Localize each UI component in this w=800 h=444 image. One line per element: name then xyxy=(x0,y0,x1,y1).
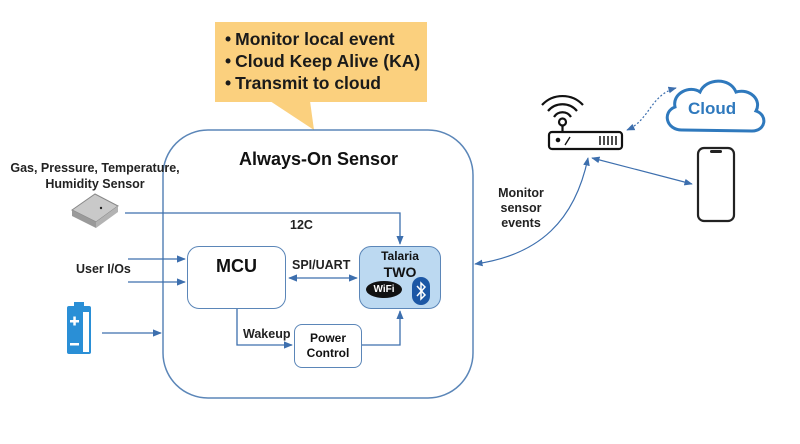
wakeup-line xyxy=(236,309,293,349)
callout-pointer xyxy=(270,101,314,130)
power-control-block: Power Control xyxy=(294,324,362,368)
power-to-talaria-line xyxy=(362,310,404,346)
callout-list: Monitor local event Cloud Keep Alive (KA… xyxy=(215,22,427,94)
wakeup-label: Wakeup xyxy=(243,327,291,341)
monitor-events-curve xyxy=(474,157,590,267)
wifi-router-icon xyxy=(541,95,624,151)
cloud-icon xyxy=(665,79,766,133)
sensor-label-line-2: Humidity Sensor xyxy=(45,177,145,191)
user-io-label: User I/Os xyxy=(76,262,131,276)
always-on-sensor-box xyxy=(162,129,474,399)
callout-box: Monitor local event Cloud Keep Alive (KA… xyxy=(215,22,427,102)
battery-icon xyxy=(67,302,91,354)
always-on-sensor-title: Always-On Sensor xyxy=(239,149,399,169)
callout-item: Transmit to cloud xyxy=(225,72,427,94)
monitor-events-line-2: events xyxy=(501,216,541,230)
talaria-label-1: Talaria xyxy=(381,249,419,263)
smartphone-icon xyxy=(696,146,736,223)
talaria-two-block: Talaria TWO WiFi xyxy=(359,246,441,309)
mcu-label: MCU xyxy=(216,256,257,276)
sensor-label-line-1: Gas, Pressure, Temperature, xyxy=(10,161,180,175)
monitor-events-line-1: Monitor sensor xyxy=(498,186,544,215)
sensor-chip-icon xyxy=(71,193,119,228)
callout-item: Monitor local event xyxy=(225,28,427,50)
i2c-line xyxy=(125,212,404,245)
router-cloud-dotted-line xyxy=(626,86,677,131)
power-control-label-2: Control xyxy=(306,346,350,360)
sensor-label: Gas, Pressure, Temperature, Humidity Sen… xyxy=(10,160,180,192)
callout-item: Cloud Keep Alive (KA) xyxy=(225,50,427,72)
router-phone-line xyxy=(591,156,693,186)
mcu-block: MCU xyxy=(187,246,286,309)
power-control-label-1: Power xyxy=(309,331,346,345)
talaria-label-2: TWO xyxy=(383,264,417,280)
wifi-logo-icon: WiFi xyxy=(366,281,402,298)
spi-uart-label: SPI/UART xyxy=(292,258,351,272)
cloud-label: Cloud xyxy=(688,99,737,118)
bluetooth-icon xyxy=(412,277,430,305)
monitor-events-label: Monitor sensor events xyxy=(476,186,566,231)
i2c-label: 12C xyxy=(290,218,313,232)
